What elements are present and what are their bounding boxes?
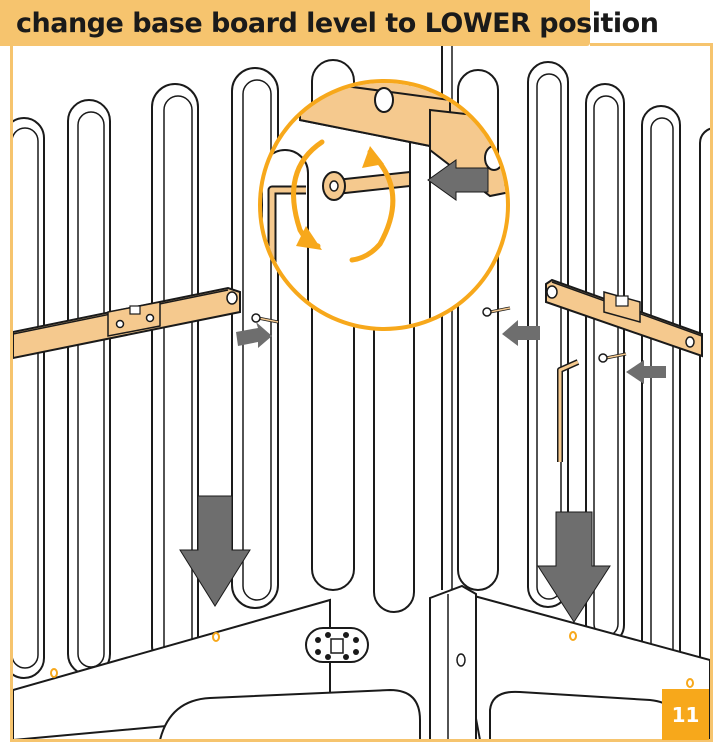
arrow-right-icon xyxy=(236,322,272,348)
arrow-down-icon xyxy=(179,495,251,607)
bolt-left xyxy=(251,313,279,324)
allen-key-icon xyxy=(557,359,580,462)
page-frame xyxy=(10,46,713,742)
frame-top-edge xyxy=(590,43,713,46)
bolt-middle xyxy=(482,306,511,317)
arrow-down-icon xyxy=(537,511,611,623)
title-banner: change base board level to LOWER positio… xyxy=(0,0,659,46)
hinge-plate xyxy=(305,627,369,663)
bolt-right xyxy=(598,352,627,363)
push-arrows xyxy=(236,320,666,384)
arrow-left-icon xyxy=(626,360,666,384)
arrow-left-icon xyxy=(427,159,489,201)
step-number-badge: 11 xyxy=(662,689,709,740)
arrow-left-icon xyxy=(502,320,540,346)
lower-arrows xyxy=(179,495,611,623)
page-title: change base board level to LOWER positio… xyxy=(16,8,659,39)
screw-holes xyxy=(50,631,694,688)
left-base-rail xyxy=(13,286,241,360)
center-post xyxy=(429,584,477,739)
zoom-callout xyxy=(258,79,510,331)
right-base-rail xyxy=(545,278,703,358)
